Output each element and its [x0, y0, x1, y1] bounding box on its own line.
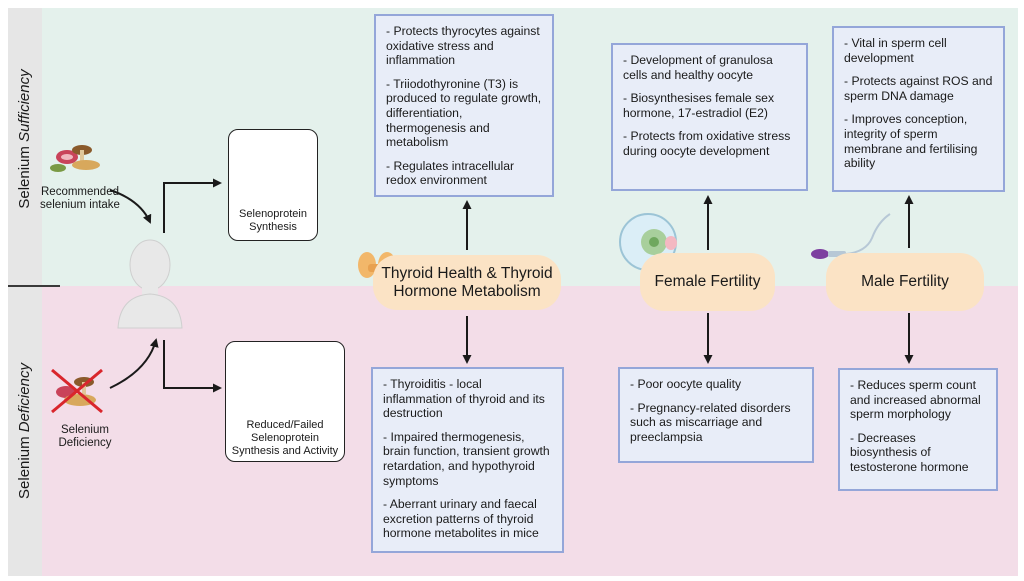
recommended-intake-label: Recommended selenium intake [40, 186, 120, 211]
band-divider [8, 285, 60, 287]
sufficiency-side-panel [8, 8, 42, 286]
female-fertility-pill: Female Fertility [640, 253, 775, 311]
box-item: - Reduces sperm count and increased abno… [850, 378, 981, 422]
male-fertility-pill: Male Fertility [826, 253, 984, 311]
box-item: - Protects against ROS and sperm DNA dam… [844, 74, 993, 103]
box-item: - Thyroiditis - local inflammation of th… [383, 377, 545, 421]
thyroid-deficiency-box: - Thyroiditis - local inflammation of th… [371, 367, 564, 553]
female-sufficiency-box: - Development of granulosa cells and hea… [611, 43, 808, 191]
selenium-deficiency-label: Selenium Deficiency [58, 424, 112, 449]
male-sufficiency-box: - Vital in sperm cell development - Prot… [832, 26, 1005, 192]
reduced-synthesis-label: Reduced/Failed Selenoprotein Synthesis a… [231, 419, 339, 457]
synthesis-label: Selenoprotein Synthesis [239, 208, 307, 233]
selenoprotein-synthesis-card: Selenoprotein Synthesis [228, 129, 318, 241]
box-item: - Pregnancy-related disorders such as mi… [630, 400, 791, 444]
box-item: - Improves conception, integrity of sper… [844, 112, 978, 171]
box-item: - Protects from oxidative stress during … [623, 129, 791, 158]
female-deficiency-box: - Poor oocyte quality - Pregnancy-relate… [618, 367, 814, 463]
reduced-synthesis-card: Reduced/Failed Selenoprotein Synthesis a… [225, 341, 345, 462]
box-item: - Protects thyrocytes against oxidative … [386, 24, 540, 68]
thyroid-sufficiency-box: - Protects thyrocytes against oxidative … [374, 14, 554, 197]
male-deficiency-box: - Reduces sperm count and increased abno… [838, 368, 998, 491]
box-item: - Regulates intracellular redox environm… [386, 158, 515, 188]
box-item: - Triiodothyronine (T3) is produced to r… [386, 76, 542, 150]
box-item: - Impaired thermogenesis, brain function… [383, 429, 550, 488]
box-item: - Vital in sperm cell development [844, 36, 947, 65]
food-icon [50, 145, 100, 172]
box-item: - Biosynthesises female sex hormone, 17-… [623, 91, 775, 120]
box-item: - Decreases biosynthesis of testosterone… [850, 430, 969, 474]
deficient-food-icon [51, 368, 103, 414]
thyroid-health-pill: Thyroid Health & Thyroid Hormone Metabol… [373, 255, 561, 310]
box-item: - Development of granulosa cells and hea… [623, 53, 773, 82]
deficiency-side-panel [8, 286, 42, 576]
box-item: - Poor oocyte quality [630, 377, 742, 391]
box-item: - Aberrant urinary and faecal excretion … [383, 497, 539, 541]
person-icon [117, 239, 183, 329]
